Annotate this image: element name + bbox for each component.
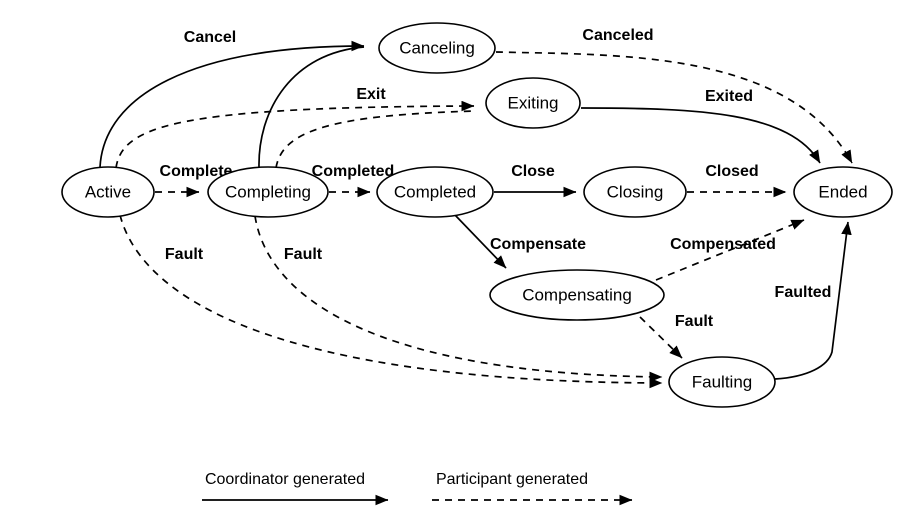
state-node-canceling[interactable]: Canceling — [378, 22, 496, 74]
state-node-closing[interactable]: Closing — [583, 166, 687, 218]
state-label-closing: Closing — [607, 182, 664, 201]
transition-cancel-label: Cancel — [184, 29, 236, 46]
transition-fault-compensating-label: Fault — [675, 313, 714, 330]
transition-fault-completing-path — [254, 215, 663, 383]
state-ellipse-faulting — [668, 356, 776, 408]
state-label-completed: Completed — [394, 182, 476, 201]
transition-compensated-path — [655, 219, 805, 281]
state-node-completing[interactable]: Completing — [207, 166, 329, 218]
state-ellipse-closing — [583, 166, 687, 218]
legend-item-coordinator: Coordinator generated — [202, 471, 389, 506]
transition-exit[interactable]: Exit — [115, 86, 475, 169]
transition-completed[interactable]: Completed — [312, 163, 395, 198]
state-ellipse-exiting — [485, 77, 581, 129]
state-label-active: Active — [85, 182, 131, 201]
transition-canceled-path — [495, 51, 853, 164]
transition-closed-label: Closed — [705, 163, 758, 180]
transition-cancel[interactable]: Cancel — [99, 29, 365, 168]
transition-compensated-label: Compensated — [670, 236, 776, 253]
legend-participant-label: Participant generated — [436, 471, 588, 488]
state-label-faulting: Faulting — [692, 372, 752, 391]
transition-close-label: Close — [511, 163, 555, 180]
transition-compensated[interactable]: Compensated — [655, 219, 805, 281]
state-node-compensating[interactable]: Compensating — [489, 269, 665, 321]
transition-complete[interactable]: Complete — [155, 163, 233, 198]
transition-exit-path — [115, 100, 475, 169]
transition-exited[interactable]: Exited — [580, 88, 821, 164]
state-label-completing: Completing — [225, 182, 311, 201]
transition-exit-label: Exit — [356, 86, 386, 103]
transition-faulted-path — [774, 221, 852, 380]
transition-compensate[interactable]: Compensate — [454, 214, 586, 269]
state-ellipse-completing — [207, 166, 329, 218]
state-node-exiting[interactable]: Exiting — [485, 77, 581, 129]
transition-canceled[interactable]: Canceled — [495, 27, 853, 164]
transition-canceled-label: Canceled — [582, 27, 653, 44]
state-ellipse-ended — [793, 166, 893, 218]
transition-exit-from-completing-path — [275, 110, 477, 169]
transition-cancel-from-completing[interactable] — [258, 46, 365, 168]
state-ellipse-compensating — [489, 269, 665, 321]
state-ellipse-active — [61, 166, 155, 218]
transition-compensate-path — [454, 214, 507, 269]
transition-fault-active-path — [119, 214, 663, 389]
legend-item-participant: Participant generated — [432, 471, 633, 506]
state-label-canceling: Canceling — [399, 38, 475, 57]
state-label-exiting: Exiting — [507, 93, 558, 112]
transition-compensate-label: Compensate — [490, 236, 586, 253]
state-node-faulting[interactable]: Faulting — [668, 356, 776, 408]
transition-closed[interactable]: Closed — [687, 163, 787, 198]
transition-fault-completing-label: Fault — [284, 246, 323, 263]
transition-cancel-from-completing-path — [258, 46, 365, 168]
state-label-compensating: Compensating — [522, 285, 632, 304]
transition-fault-active[interactable]: Fault — [119, 214, 663, 389]
transition-completed-label: Completed — [312, 163, 395, 180]
transition-fault-compensating-path — [639, 316, 683, 359]
transition-faulted[interactable]: Faulted — [774, 221, 852, 380]
transition-exit-from-completing[interactable] — [275, 110, 477, 169]
legend: Coordinator generated Participant genera… — [202, 471, 633, 506]
transition-close[interactable]: Close — [494, 163, 577, 198]
transition-fault-completing[interactable]: Fault — [254, 215, 663, 383]
transition-complete-label: Complete — [160, 163, 233, 180]
transition-exited-label: Exited — [705, 88, 753, 105]
transition-exited-path — [580, 107, 821, 164]
state-node-completed[interactable]: Completed — [376, 166, 494, 218]
state-ellipse-completed — [376, 166, 494, 218]
transition-fault-active-label: Fault — [165, 246, 204, 263]
legend-coordinator-label: Coordinator generated — [205, 471, 365, 488]
state-label-ended: Ended — [818, 182, 867, 201]
state-node-active[interactable]: Active — [61, 166, 155, 218]
transition-faulted-label: Faulted — [775, 284, 832, 301]
state-node-ended[interactable]: Ended — [793, 166, 893, 218]
state-ellipse-canceling — [378, 22, 496, 74]
transition-fault-compensating[interactable]: Fault — [639, 313, 714, 359]
transition-cancel-path — [99, 40, 365, 168]
